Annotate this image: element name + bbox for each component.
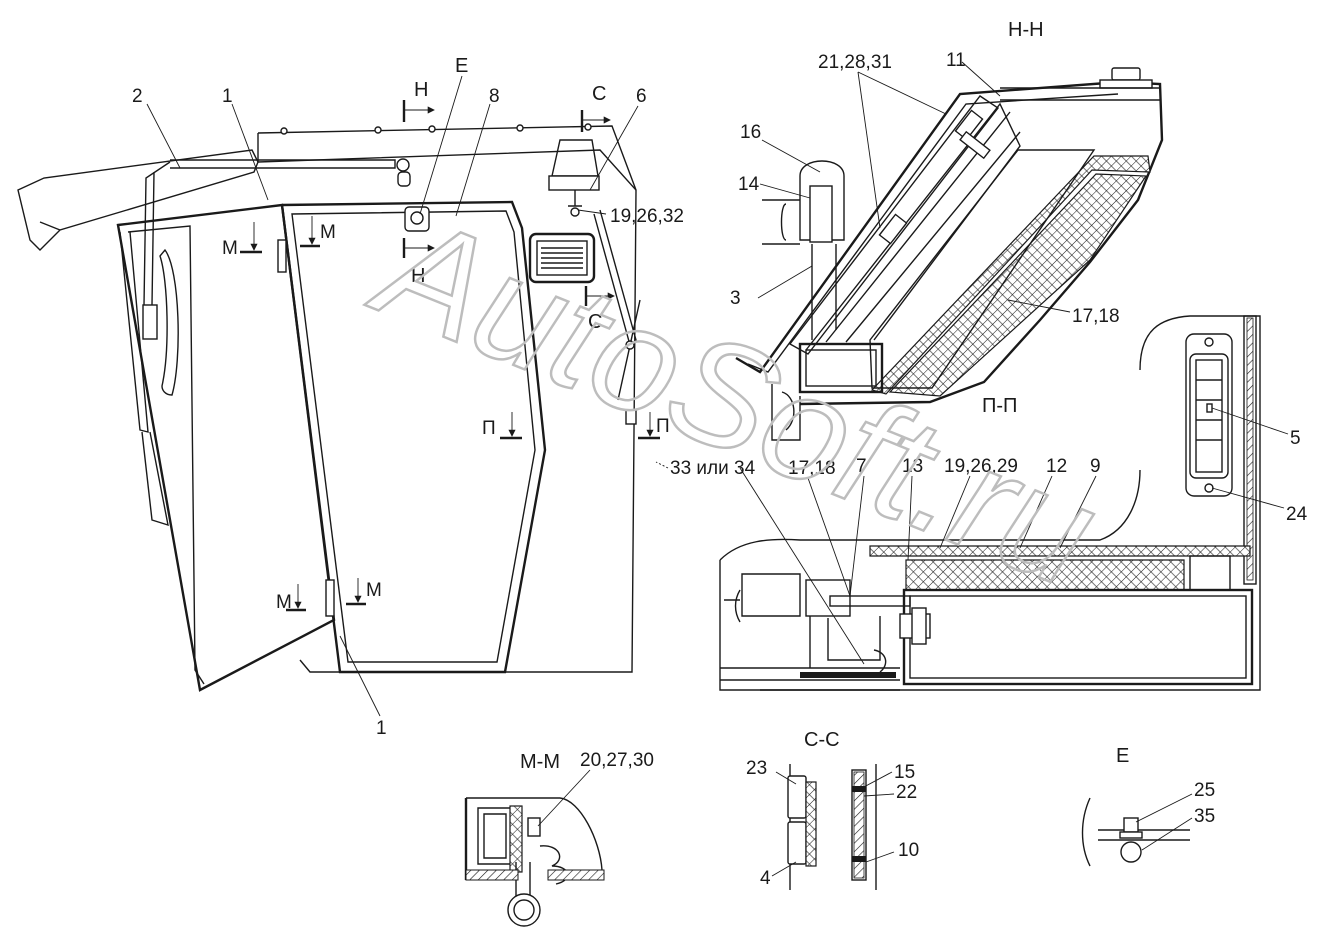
callout-16: 16 (740, 122, 761, 143)
section-hh: Н-Н (730, 19, 1164, 441)
callout-3: 3 (730, 288, 741, 309)
battery-box (902, 588, 1254, 686)
callout-14: 14 (738, 174, 760, 195)
hinge-pin (507, 893, 541, 927)
section-cc: С-С 23 15 22 4 10 (746, 729, 919, 890)
mark-c-bottom: С (588, 311, 602, 333)
mark-m-lower-left: М (276, 592, 292, 613)
section-pp: П-П (719, 315, 1308, 691)
callout-35: 35 (1194, 806, 1215, 827)
mark-m-lower-right: М (366, 580, 382, 601)
main-door (280, 200, 547, 674)
mark-h-top: Н (414, 79, 428, 101)
callout-33-34: 33 или 34 (670, 458, 756, 479)
callout-2: 2 (132, 86, 143, 107)
latch-e (404, 206, 430, 232)
view-e: Е 25 35 (1081, 745, 1215, 867)
callout-22: 22 (896, 782, 917, 803)
mark-m-upper-left: М (222, 238, 238, 259)
title-e: Е (1116, 745, 1129, 767)
callout-10: 10 (898, 840, 919, 861)
callout-24: 24 (1286, 504, 1308, 525)
callout-11: 11 (946, 50, 966, 71)
mark-p-right: П (656, 416, 670, 437)
hinge-upper (277, 239, 287, 273)
roof-bolts (280, 123, 592, 135)
title-mm: М-М (520, 751, 560, 773)
section-indicators (240, 100, 660, 612)
title-cc: С-С (804, 729, 840, 751)
insulation-hh (870, 155, 1151, 395)
callout-25: 25 (1194, 780, 1215, 801)
mark-p-left: П (482, 418, 496, 439)
callout-1-top: 1 (222, 86, 233, 107)
callout-17-18-hh: 17,18 (1072, 306, 1120, 327)
section-mm: М-М 20,27,30 (464, 750, 654, 927)
callout-7: 7 (856, 456, 867, 477)
callout-17-18-pp: 17,18 (788, 458, 836, 479)
mark-m-upper-right: М (320, 222, 336, 243)
door-handle (159, 248, 179, 396)
mark-h-bottom: Н (411, 265, 425, 287)
callout-4: 4 (760, 868, 771, 889)
callout-15: 15 (894, 762, 915, 783)
hinge-lower (325, 579, 335, 617)
beam-hh (798, 342, 884, 394)
callout-13: 13 (902, 456, 923, 477)
callout-19-26-29: 19,26,29 (944, 456, 1018, 477)
callout-20-27-30: 20,27,30 (580, 750, 654, 771)
vent-grille (528, 232, 596, 284)
callout-1-bottom: 1 (376, 718, 387, 739)
callout-8: 8 (489, 86, 500, 107)
callout-12: 12 (1046, 456, 1067, 477)
mark-c-top: С (592, 83, 606, 105)
title-hh: Н-Н (1008, 19, 1044, 41)
frame-bolts (878, 109, 991, 245)
visor (17, 149, 259, 251)
mark-e: Е (455, 55, 468, 77)
callout-23: 23 (746, 758, 767, 779)
wiper-bar (170, 159, 396, 169)
cab-view: Н Н С С Е М М М М П П 2 1 8 6 19,26,32 1… (17, 55, 756, 739)
callout-6: 6 (636, 86, 647, 107)
beacon-lamp (551, 139, 599, 177)
callout-19-26-32: 19,26,32 (610, 206, 684, 227)
title-pp: П-П (982, 395, 1017, 417)
callout-21-28-31: 21,28,31 (818, 52, 892, 73)
callout-9: 9 (1090, 456, 1101, 477)
left-door (116, 203, 336, 692)
lamp-5 (1185, 333, 1233, 497)
cab-leaders (146, 75, 669, 717)
callout-5: 5 (1290, 428, 1301, 449)
